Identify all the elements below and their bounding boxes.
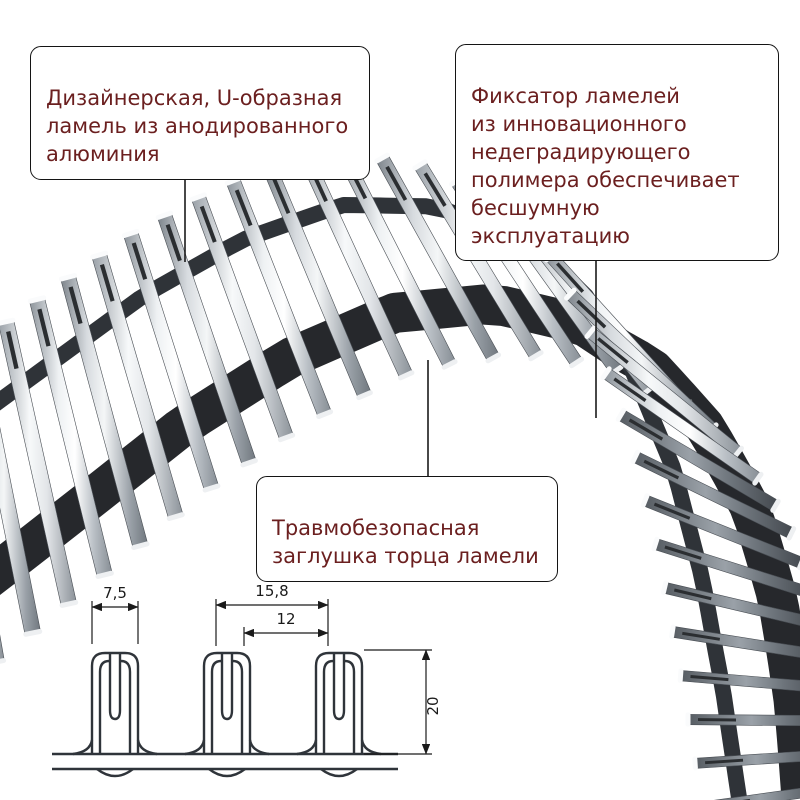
callout-lamella-text: Дизайнерская, U-образная ламель из аноди…: [46, 85, 349, 166]
u-profile-3: [295, 651, 383, 756]
section-drawing: 7,5 15,8 12 20: [52, 582, 442, 778]
callout-endcap: Травмобезопасная заглушка торца ламели: [256, 476, 558, 582]
dim-label-slat-width: 7,5: [103, 584, 127, 602]
callout-fixator-text: Фиксатор ламелей из инновационного недег…: [471, 83, 740, 248]
dim-label-pitch: 15,8: [255, 582, 288, 600]
callout-endcap-text: Травмобезопасная заглушка торца ламели: [272, 515, 539, 568]
callout-fixator: Фиксатор ламелей из инновационного недег…: [455, 44, 779, 262]
callout-lamella: Дизайнерская, U-образная ламель из аноди…: [30, 46, 370, 180]
dim-label-height: 20: [424, 696, 442, 715]
section-base-profile: [52, 752, 398, 778]
dim-label-gap: 12: [276, 610, 295, 628]
u-profile-1: [71, 651, 159, 756]
grille-illustration: [0, 150, 800, 800]
u-profile-2: [183, 651, 271, 756]
dimension-lines: [91, 599, 432, 755]
